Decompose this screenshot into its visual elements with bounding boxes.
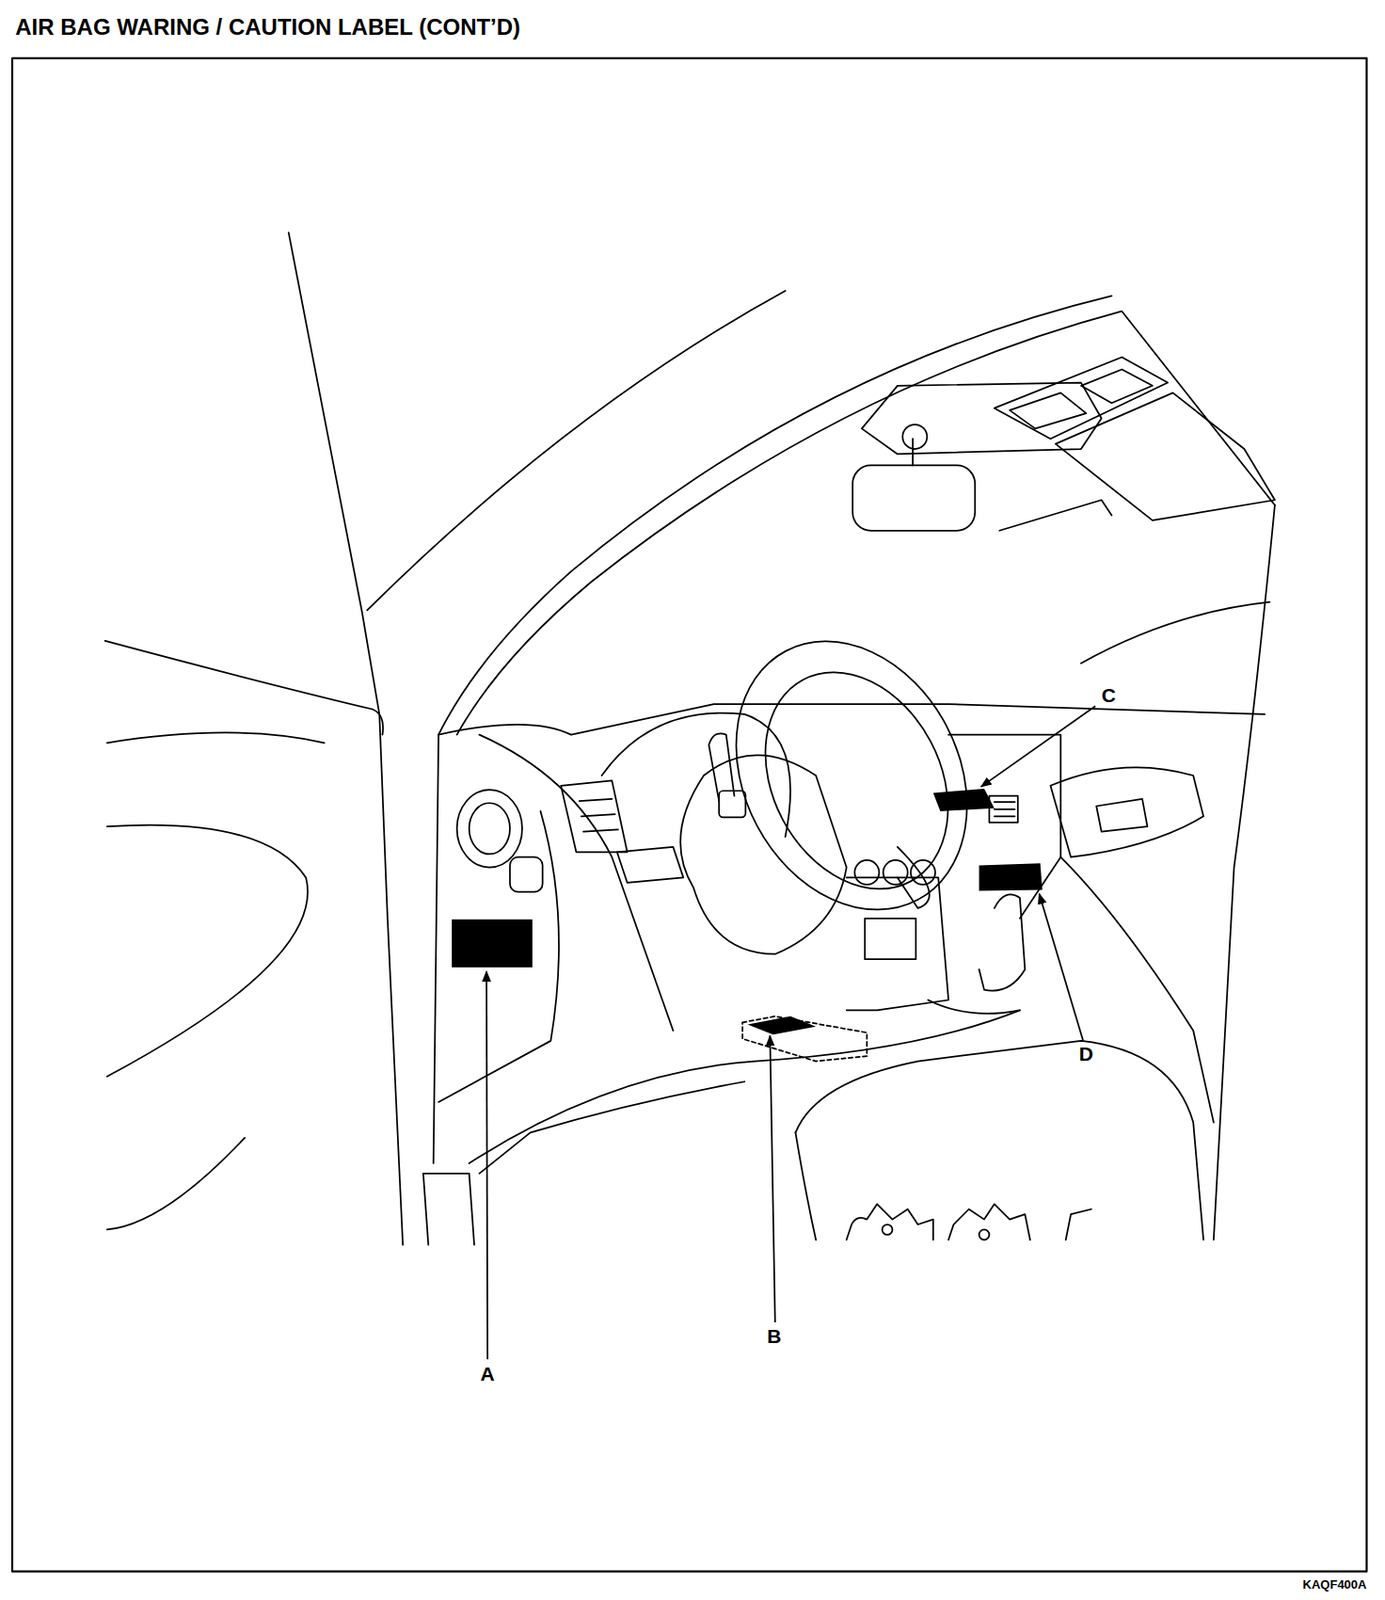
callout-letter: A [480,1362,495,1385]
page-title: AIR BAG WARING / CAUTION LABEL (CONT’D) [15,14,521,41]
callout-letter: D [1079,1042,1094,1066]
callout-letter: C [1101,684,1116,707]
callout-letter: B [766,1324,781,1348]
figure-code: KAQF400A [1303,1576,1368,1592]
